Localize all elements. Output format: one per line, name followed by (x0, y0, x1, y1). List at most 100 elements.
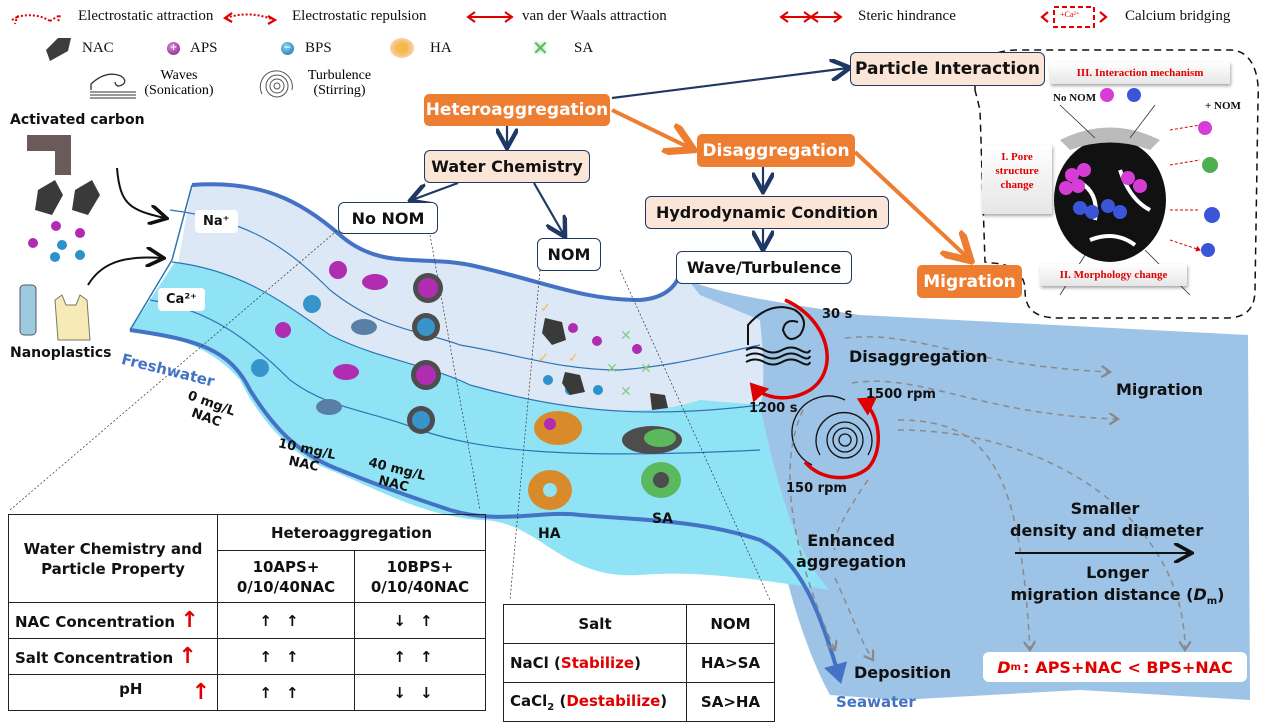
legend-label: NAC (82, 40, 114, 56)
svg-text:✓: ✓ (568, 351, 579, 366)
svg-text:✓: ✓ (538, 351, 549, 366)
van-der-waals-icon (466, 11, 514, 23)
table-row: NAC Concentration ↑ ↑↑ ↓↑ (8, 602, 486, 639)
river-left-edge (129, 184, 193, 331)
nanoplastics-label: Nanoplastics (10, 345, 112, 361)
table-row: Salt Concentration ↑ ↑↑ ↑↑ (8, 638, 486, 675)
electrostatic-repulsion-icon (222, 12, 278, 25)
river-top-edge (191, 182, 682, 303)
table-header-aps: 10APS+0/10/40NAC (217, 550, 355, 603)
particle-interaction-node: Particle Interaction (850, 52, 1045, 86)
nac-fragment (72, 180, 100, 215)
time-30s-label: 30 s (822, 307, 853, 322)
legend-label: Electrostatic repulsion (292, 8, 427, 24)
ion-na-label: Na⁺ (195, 210, 238, 233)
sea-migration-label: Migration (1116, 380, 1204, 399)
salt-nom-table: Salt NOM NaCl (Stabilize) HA>SA CaCl2 (D… (503, 604, 775, 722)
ac-inflow-arrow (116, 167, 165, 218)
bottle-icon (19, 284, 37, 336)
guide-line (619, 269, 771, 601)
river-line (169, 209, 761, 371)
plastic-bag-icon (54, 294, 91, 341)
bps-particle (50, 252, 60, 262)
nac-particle-icon (46, 38, 71, 61)
pipe-icon (27, 135, 71, 175)
bps-particle-icon: − (281, 42, 294, 55)
legend-label: APS (190, 40, 218, 56)
ha-label: HA (538, 526, 561, 542)
legend-label: Steric hindrance (858, 8, 956, 24)
mechanism-frame (974, 49, 1259, 319)
legend-label: van der Waals attraction (522, 8, 667, 24)
svg-text:✕: ✕ (620, 328, 632, 344)
arrow-water-to-nonom (412, 181, 459, 200)
guide-line (509, 269, 541, 601)
svg-text:✕: ✕ (620, 384, 632, 400)
aggregates-no-nom (251, 261, 443, 434)
svg-text:✕: ✕ (640, 361, 652, 377)
arrow-hetero-to-particle (611, 68, 848, 100)
table-header-nom: NOM (686, 604, 775, 644)
river-bottom-edge (129, 328, 848, 684)
ion-ca-label: Ca²⁺ (158, 288, 205, 311)
seawater-region (680, 275, 1250, 700)
ha-icon (390, 38, 414, 58)
guide-line (9, 227, 341, 511)
rpm-150-label: 150 rpm (786, 481, 847, 496)
bps-particle (57, 240, 67, 250)
activated-carbon-label: Activated carbon (10, 112, 145, 128)
turbulence-icon (259, 70, 293, 98)
interaction-mechanism-label: III. Interaction mechanism (1050, 62, 1230, 84)
arrow-hetero-to-disagg (611, 108, 690, 148)
river-line (149, 299, 761, 455)
table-row: NaCl (Stabilize) HA>SA (503, 643, 775, 683)
legend-label: HA (430, 40, 452, 56)
aps-particle (51, 221, 61, 231)
time-1200s-label: 1200 s (749, 401, 798, 416)
aps-particle-icon: + (167, 42, 180, 55)
deposition-label: Deposition (854, 663, 952, 682)
table-header-bps: 10BPS+0/10/40NAC (354, 550, 486, 603)
sea-wave-icon (745, 306, 811, 366)
sea-turbulence-icon (791, 395, 873, 466)
waves-icon (90, 73, 136, 99)
cycle-arrow-turbulence (803, 396, 881, 480)
svg-text:✕: ✕ (606, 361, 618, 377)
nom-node: NOM (537, 238, 601, 271)
mechanism-no-nom-label: No NOM (1053, 92, 1097, 104)
electrostatic-attraction-icon (11, 12, 62, 25)
heteroaggregation-node: Heteroaggregation (424, 94, 610, 126)
migration-node: Migration (917, 265, 1022, 298)
wave-turbulence-node: Wave/Turbulence (676, 251, 852, 284)
legend-label: Electrostatic attraction (78, 8, 214, 24)
table-row: CaCl2 (Destabilize) SA>HA (503, 682, 775, 722)
guide-line (429, 234, 481, 511)
legend-label: BPS (305, 40, 332, 56)
table-header-salt: Salt (503, 604, 687, 644)
morphology-change-label: II. Morphology change (1040, 264, 1187, 286)
calcium-bridging-icon: +Ca²⁺ (1040, 4, 1108, 30)
sa-label: SA (652, 511, 673, 527)
cycle-arrow-wave (749, 298, 829, 403)
water-chemistry-node: Water Chemistry (424, 150, 590, 183)
river-ca-band (130, 262, 830, 590)
nac-mechanism-particle (1054, 88, 1220, 296)
aggregates-nom: ✕ ✕ ✕ ✕ ✓ ✓ ✓ (528, 301, 682, 510)
waves-label: Waves(Sonication) (144, 68, 214, 98)
table-row: pH↑ ↑↑ ↓↓ (8, 674, 486, 711)
arrow-water-to-nom (533, 182, 564, 235)
legend-label: Calcium bridging (1125, 8, 1231, 24)
aps-particle (28, 238, 38, 248)
nac-fragment (35, 180, 63, 215)
rpm-1500-label: 1500 rpm (866, 387, 936, 402)
seawater-label: Seawater (836, 693, 916, 711)
hydrodynamic-condition-node: Hydrodynamic Condition (645, 196, 889, 229)
